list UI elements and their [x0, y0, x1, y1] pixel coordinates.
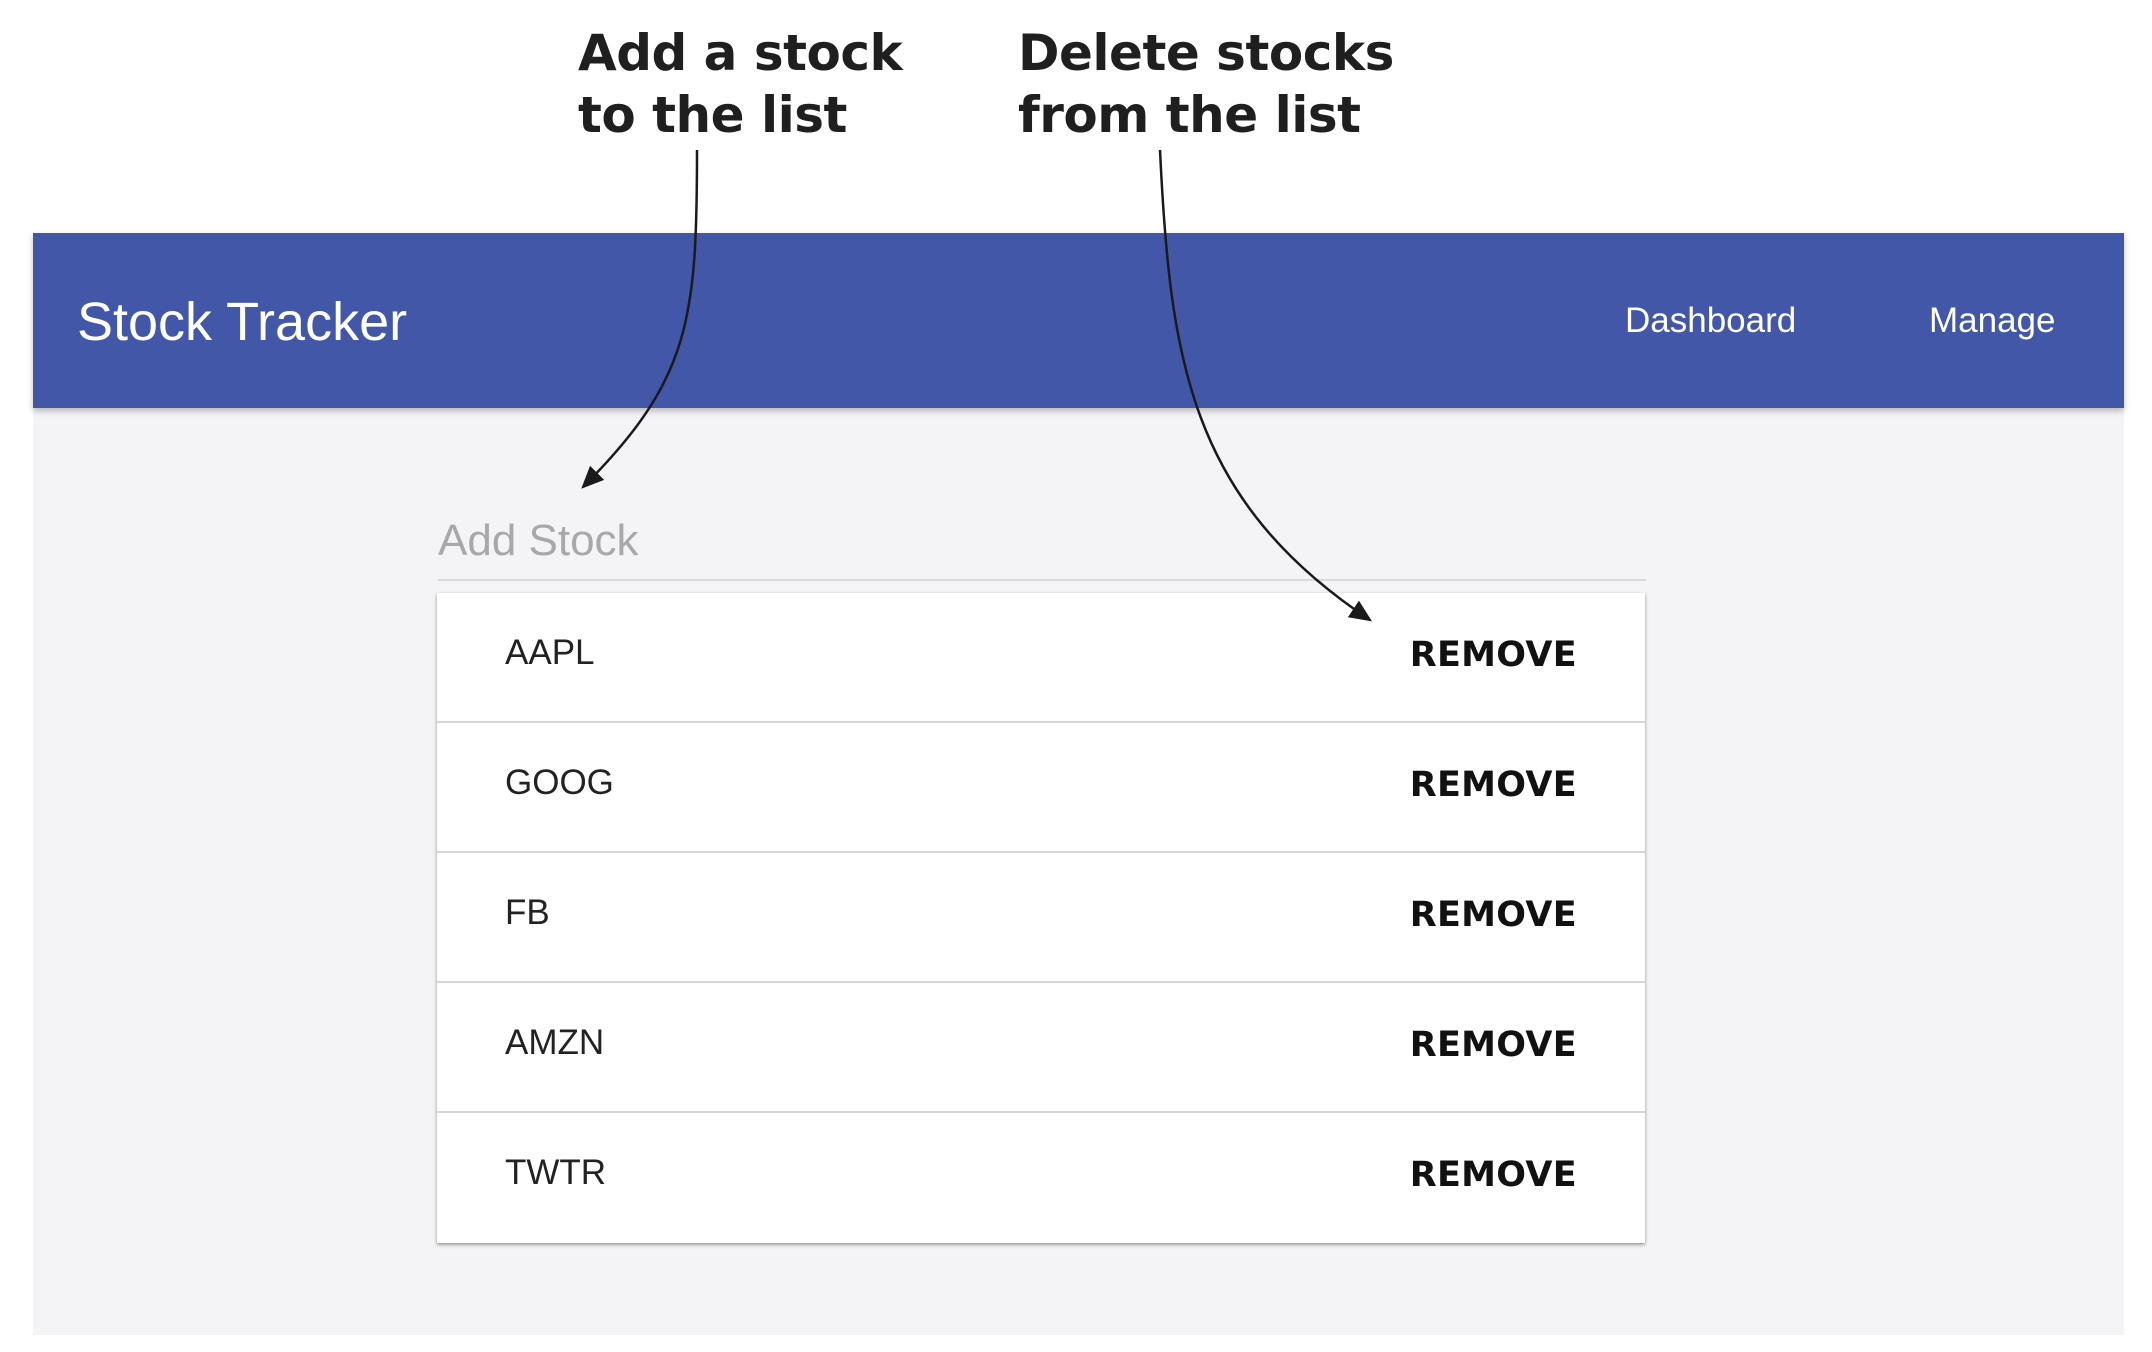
- remove-stock-button[interactable]: REMOVE: [1404, 759, 1583, 811]
- app-window: Stock Tracker Dashboard Manage AAPL REMO…: [33, 233, 2124, 1335]
- stock-list: AAPL REMOVE GOOG REMOVE FB REMOVE AMZN R…: [437, 593, 1645, 1243]
- nav-manage-link[interactable]: Manage: [1929, 301, 2056, 340]
- stock-symbol: AMZN: [505, 1023, 605, 1062]
- remove-stock-button[interactable]: REMOVE: [1404, 629, 1583, 681]
- callout-add-stock: Add a stock to the list: [578, 22, 903, 146]
- stock-symbol: TWTR: [505, 1153, 607, 1192]
- stock-list-item: TWTR REMOVE: [437, 1113, 1645, 1243]
- stock-list-item: GOOG REMOVE: [437, 723, 1645, 853]
- add-stock-input[interactable]: [438, 503, 1646, 581]
- stock-symbol: GOOG: [505, 763, 614, 802]
- callout-delete-stocks: Delete stocks from the list: [1018, 22, 1394, 146]
- stock-list-item: AMZN REMOVE: [437, 983, 1645, 1113]
- remove-stock-button[interactable]: REMOVE: [1404, 1019, 1583, 1071]
- app-title: Stock Tracker: [77, 292, 408, 352]
- stock-symbol: FB: [505, 893, 550, 932]
- callout-line: Delete stocks: [1018, 24, 1394, 82]
- remove-stock-button[interactable]: REMOVE: [1404, 889, 1583, 941]
- callout-line: from the list: [1018, 86, 1361, 144]
- stock-list-item: AAPL REMOVE: [437, 593, 1645, 723]
- nav-dashboard-link[interactable]: Dashboard: [1625, 301, 1797, 340]
- stock-list-item: FB REMOVE: [437, 853, 1645, 983]
- callout-line: Add a stock: [578, 24, 903, 82]
- callout-line: to the list: [578, 86, 847, 144]
- app-toolbar: Stock Tracker Dashboard Manage: [33, 233, 2124, 408]
- stock-symbol: AAPL: [505, 633, 595, 672]
- remove-stock-button[interactable]: REMOVE: [1404, 1149, 1583, 1201]
